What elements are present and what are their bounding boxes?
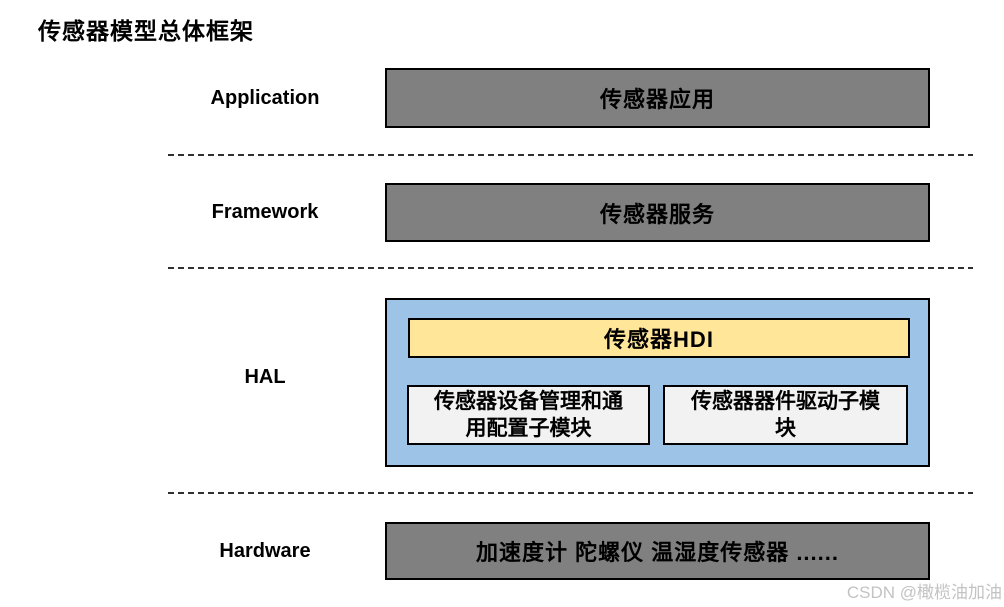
device-management-submodule-box: 传感器设备管理和通 用配置子模块 xyxy=(407,385,650,445)
diagram-title: 传感器模型总体框架 xyxy=(38,18,254,44)
layer-label-hal: HAL xyxy=(244,366,286,388)
layer-label-application: Application xyxy=(210,87,320,109)
layer-divider-hal-hardware xyxy=(168,492,973,494)
layer-label-framework: Framework xyxy=(211,201,319,223)
layer-divider-application-framework xyxy=(168,154,973,156)
sensor-hdi-box: 传感器HDI xyxy=(408,318,910,358)
device-driver-submodule-box: 传感器器件驱动子模 块 xyxy=(663,385,908,445)
application-layer-box: 传感器应用 xyxy=(385,68,930,128)
hardware-layer-box: 加速度计 陀螺仪 温湿度传感器 ...... xyxy=(385,522,930,580)
csdn-watermark: CSDN @橄榄油加油 xyxy=(846,583,1002,602)
layer-divider-framework-hal xyxy=(168,267,973,269)
framework-layer-box: 传感器服务 xyxy=(385,183,930,242)
layer-label-hardware: Hardware xyxy=(219,540,311,562)
